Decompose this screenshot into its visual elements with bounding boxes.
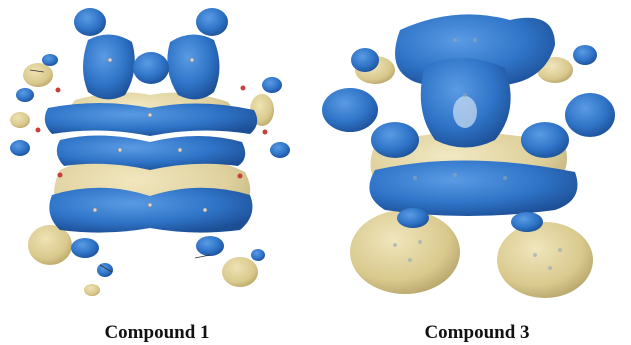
compound-1-caption: Compound 1 bbox=[104, 322, 210, 343]
positive-lobes bbox=[10, 47, 274, 296]
negative-lobes bbox=[10, 8, 290, 277]
ring-center bbox=[453, 96, 477, 128]
negative-lobes bbox=[322, 14, 615, 232]
compound-3-isosurface-panel bbox=[305, 0, 631, 318]
compound-1-isosurface-render bbox=[10, 8, 290, 296]
compound-3-caption: Compound 3 bbox=[424, 322, 530, 343]
atom-markers bbox=[29, 57, 268, 273]
atom-markers bbox=[393, 38, 562, 270]
compound-3-isosurface-render bbox=[322, 14, 615, 298]
compound-1-isosurface-panel bbox=[0, 0, 300, 318]
